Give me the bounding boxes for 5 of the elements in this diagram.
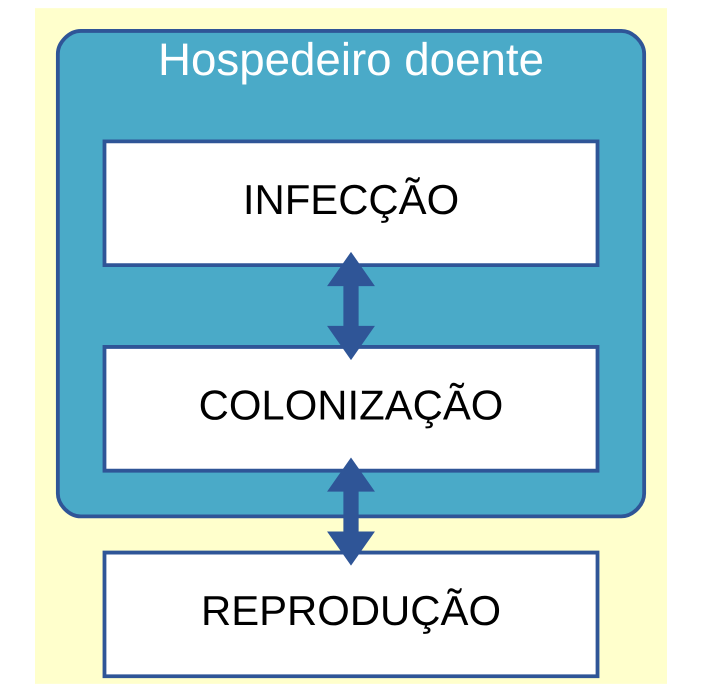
node-box: REPRODUÇÃO <box>102 550 599 678</box>
arrow <box>326 457 374 566</box>
node-box: INFECÇÃO <box>102 139 599 267</box>
arrow <box>326 252 374 360</box>
node-box: COLONIZAÇÃO <box>102 345 599 473</box>
